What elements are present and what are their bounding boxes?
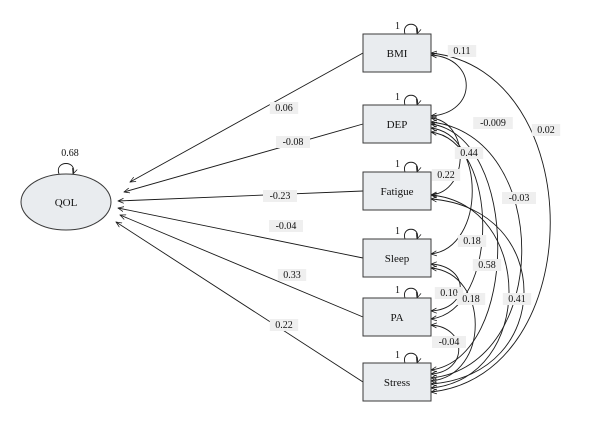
- cov-coef-dep-fatigue-4: 0.22: [437, 170, 455, 181]
- cov-coef-bg-2: [531, 124, 561, 136]
- qol-ellipse: [20, 173, 112, 231]
- path-sleep-to-qol: [118, 208, 364, 259]
- covariance-dep-stress-7: [431, 122, 523, 378]
- dep-label: DEP: [387, 119, 408, 131]
- path-coef-bg-fatigue: [263, 190, 297, 202]
- cov-coef-bg-10: [456, 293, 486, 305]
- cov-coef-bg-6: [457, 235, 487, 247]
- stress-variance-label: 1: [395, 350, 400, 361]
- path-coef-pa: 0.33: [283, 270, 301, 281]
- cov-coef-bmi-stress-2: 0.02: [537, 125, 555, 136]
- cov-coef-bg-1: [473, 117, 513, 129]
- cov-coef-pa-stress-11: -0.04: [439, 337, 460, 348]
- cov-coef-dep-stress-7: 0.58: [478, 260, 496, 271]
- cov-coef-bg-9: [434, 287, 464, 299]
- covariance-sleep-stress-10: [431, 268, 476, 381]
- stress-variance-loop: [404, 352, 417, 363]
- stress-box: [362, 362, 432, 402]
- cov-coef-bg-8: [502, 293, 532, 305]
- covariance-dep-pa-6: [431, 132, 484, 319]
- path-coef-bg-sleep: [269, 220, 303, 232]
- pa-variance-label: 1: [395, 285, 400, 296]
- cov-coef-bg-5: [502, 192, 536, 204]
- bmi-variance-loop: [404, 23, 417, 34]
- fatigue-label: Fatigue: [381, 186, 414, 198]
- sleep-box: [362, 238, 432, 278]
- path-coef-stress: 0.22: [275, 320, 293, 331]
- bmi-variance-label: 1: [395, 21, 400, 32]
- cov-coef-dep-stress-1: -0.009: [480, 118, 506, 129]
- indicator-node-dep: DEP: [362, 104, 432, 144]
- path-coef-bmi: 0.06: [275, 103, 293, 114]
- indicator-node-sleep: Sleep: [362, 238, 432, 278]
- cov-coef-dep-pa-6: 0.18: [463, 236, 481, 247]
- cov-coef-bg-4: [431, 169, 461, 181]
- dep-variance-loop: [404, 94, 417, 105]
- latent-node-qol: QOL: [20, 173, 112, 231]
- indicator-node-fatigue: Fatigue: [362, 171, 432, 211]
- path-coef-bg-stress: [269, 319, 299, 331]
- fatigue-variance-loop: [404, 161, 417, 172]
- cov-coef-bmi-dep-0: 0.11: [453, 46, 470, 57]
- fatigue-box: [362, 171, 432, 211]
- indicator-node-bmi: BMI: [362, 33, 432, 73]
- cov-coef-sleep-pa-9: 0.10: [440, 288, 458, 299]
- cov-coef-bg-7: [472, 259, 502, 271]
- sleep-label: Sleep: [385, 253, 410, 265]
- cov-coef-fatigue-stress-5: -0.03: [509, 193, 530, 204]
- stress-label: Stress: [384, 377, 410, 389]
- cov-coef-fatigue-stress-8: 0.41: [508, 294, 526, 305]
- path-coef-dep: -0.08: [283, 137, 304, 148]
- qol-variance-loop: [57, 163, 73, 175]
- cov-coef-bg-0: [447, 45, 477, 57]
- qol-variance-label: 0.68: [61, 148, 79, 159]
- path-bmi-to-qol: [130, 52, 364, 182]
- fatigue-variance-label: 1: [395, 159, 400, 170]
- path-pa-to-qol: [120, 215, 364, 318]
- sleep-variance-loop: [404, 228, 417, 239]
- path-coef-bg-pa: [277, 269, 307, 281]
- coefficient-labels-layer: 0.68 1 1 1 1 1 1 0.06 -0.08 -0.23 -0.04 0.33 0.22 0.1…: [61, 21, 561, 361]
- bmi-box: [362, 33, 432, 73]
- covariance-dep-sleep-3: [431, 128, 473, 254]
- indicator-node-pa: PA: [362, 297, 432, 337]
- cov-coef-sleep-stress-10: 0.18: [462, 294, 480, 305]
- covariance-dep-stress-1: [431, 124, 499, 370]
- covariance-pa-stress-11: [431, 325, 459, 374]
- cov-coef-bg-3: [454, 147, 484, 159]
- path-fatigue-to-qol: [118, 190, 364, 201]
- sleep-variance-label: 1: [395, 226, 400, 237]
- path-coef-bg-dep: [276, 136, 310, 148]
- path-coef-fatigue: -0.23: [270, 191, 291, 202]
- pa-variance-loop: [404, 287, 417, 298]
- qol-label: QOL: [55, 197, 78, 209]
- covariance-fatigue-stress-8: [431, 199, 525, 384]
- dep-box: [362, 104, 432, 144]
- indicator-node-stress: Stress: [362, 362, 432, 402]
- edges-layer: [57, 23, 551, 392]
- path-coef-sleep: -0.04: [276, 221, 297, 232]
- path-dep-to-qol: [124, 123, 364, 192]
- path-coef-bg-bmi: [269, 102, 299, 114]
- pa-label: PA: [390, 312, 403, 324]
- bmi-label: BMI: [387, 48, 408, 60]
- cov-coef-bg-11: [432, 336, 466, 348]
- dep-variance-label: 1: [395, 92, 400, 103]
- path-stress-to-qol: [116, 222, 364, 383]
- pa-box: [362, 297, 432, 337]
- cov-coef-dep-sleep-3: 0.44: [460, 148, 478, 159]
- covariance-bmi-dep-0: [431, 55, 467, 116]
